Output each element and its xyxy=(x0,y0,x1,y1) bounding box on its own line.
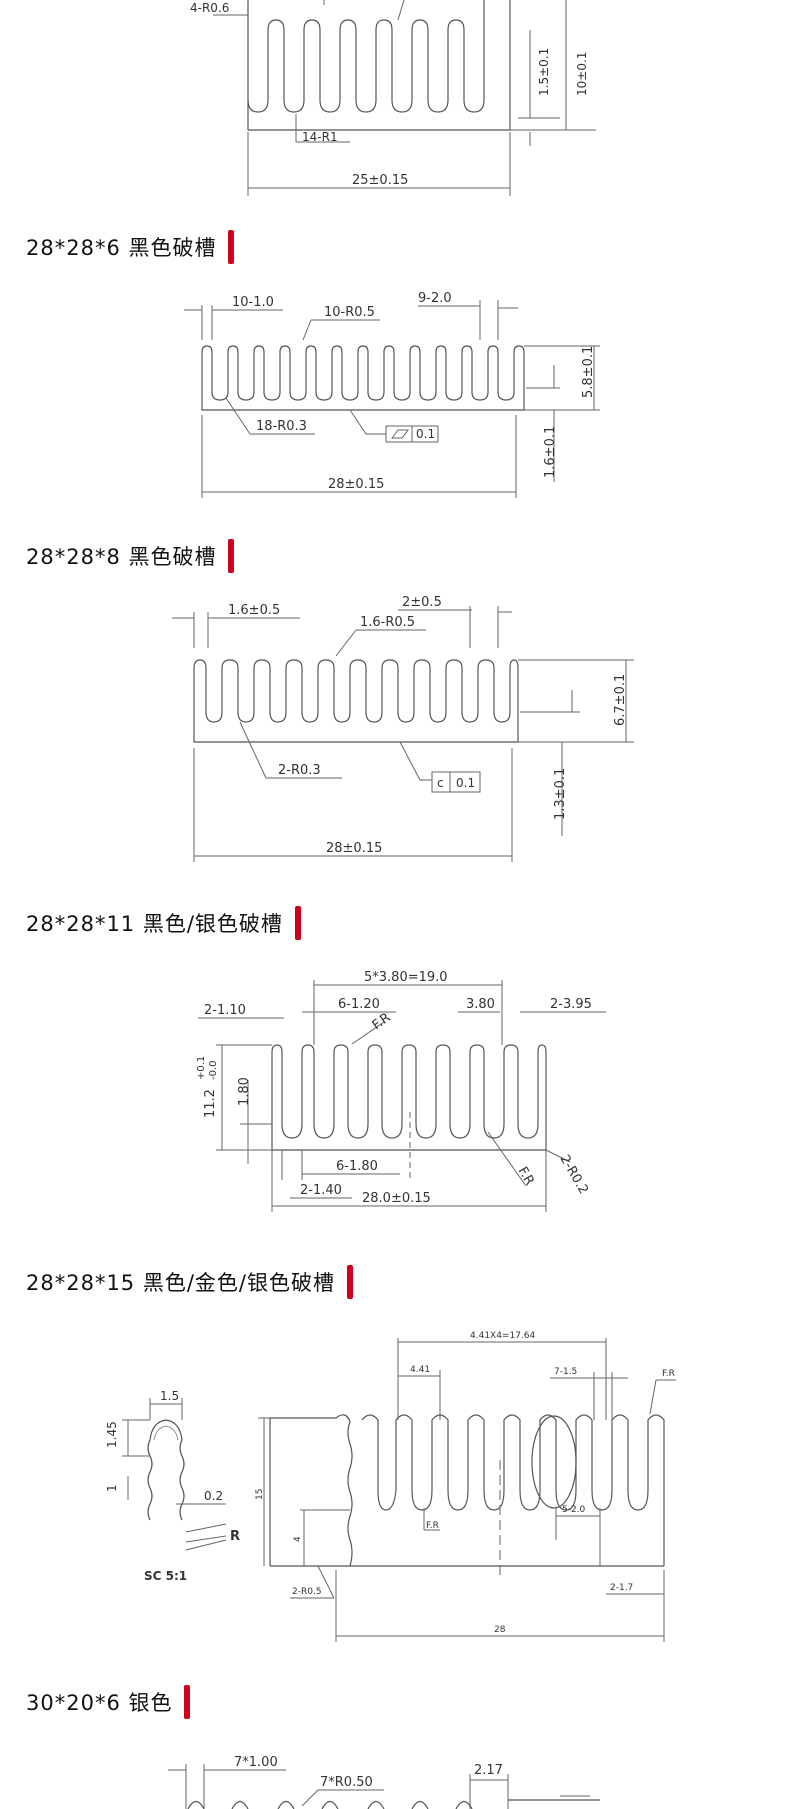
title-accent-bar xyxy=(184,1685,191,1719)
dim-root: 2-R0.3 xyxy=(278,763,321,778)
section-title-28x28x6: 28*28*6 黑色破槽 xyxy=(26,229,235,265)
detail-width: 1.5 xyxy=(160,1389,179,1403)
section-title-text: 28*28*6 黑色破槽 xyxy=(26,236,217,260)
dim-height: 11.2 xyxy=(203,1089,218,1118)
dim-fin: 10-1.0 xyxy=(232,295,274,310)
dim-width: 28±0.15 xyxy=(328,477,384,492)
dim-fin: 7*1.00 xyxy=(234,1755,278,1770)
dim-base: 1.6±0.1 xyxy=(543,426,558,478)
section-title-text: 28*28*8 黑色破槽 xyxy=(26,545,217,569)
dim-rad: 1.6-R0.5 xyxy=(360,615,415,630)
dim-height: 6.7±0.1 xyxy=(613,674,628,726)
dim-tol: +0.1 xyxy=(196,1056,207,1080)
heatsink-drawing-25: 4-R0.6 1.5±0.1 10±0.1 14-R1 25±0.15 xyxy=(190,0,596,196)
section-title-28x28x11: 28*28*11 黑色/银色破槽 xyxy=(26,905,301,941)
dim-width: 28 xyxy=(494,1625,506,1635)
heatsink-drawing-28x28x11: 5*3.80=19.0 2-1.10 6-1.20 3.80 2-3.95 F.… xyxy=(196,970,606,1212)
dim-r05: 2-R0.5 xyxy=(292,1587,322,1597)
title-accent-bar xyxy=(228,539,235,573)
fin-profile xyxy=(247,0,511,131)
dim-fin: 1.6±0.5 xyxy=(228,603,280,618)
dim-left: 2-1.10 xyxy=(204,1003,246,1018)
heatsink-drawing-28x28x6: 10-1.0 10-R0.5 9-2.0 18-R0.3 0.1 1.6±0.1… xyxy=(184,291,600,498)
label-fr-root: F.R xyxy=(426,1521,439,1531)
dim-pitch: 2±0.5 xyxy=(402,595,442,610)
dim-tol-lower: -0.0 xyxy=(208,1060,219,1080)
detail-height-2: 1 xyxy=(105,1484,119,1492)
dim-gap: 6-1.80 xyxy=(336,1159,378,1174)
dim-pitch: 2.17 xyxy=(474,1763,503,1778)
heatsink-drawing-28x28x8: 1.6±0.5 2±0.5 1.6-R0.5 2-R0.3 c 0.1 1.3±… xyxy=(172,595,634,862)
dim-gap: 5-2.0 xyxy=(562,1505,586,1515)
flatness-value: 0.1 xyxy=(416,427,435,441)
title-accent-bar xyxy=(347,1265,353,1299)
fin-profile xyxy=(201,345,525,411)
dim-edge: 2-1.40 xyxy=(300,1183,342,1198)
heatsink-drawing-30x20x6: 7*1.00 7*R0.50 2.17 xyxy=(168,1755,600,1809)
dim-pitch: 9-2.0 xyxy=(418,291,452,306)
dim-base: 4 xyxy=(293,1536,303,1542)
dim-height: 5.8±0.1 xyxy=(581,346,596,398)
label-fr-root: F.R xyxy=(515,1165,537,1189)
detail-thickness: 0.2 xyxy=(204,1489,223,1503)
flatness-value: 0.1 xyxy=(456,776,475,790)
dim-pitch: 4.41 xyxy=(410,1365,430,1375)
dim-width: 28±0.15 xyxy=(326,841,382,856)
label-fr: F.R xyxy=(662,1369,675,1379)
dim-right: 2-3.95 xyxy=(550,997,592,1012)
dim-pitch: 3.80 xyxy=(466,997,495,1012)
dim-root: 1.80 xyxy=(237,1077,252,1106)
dim-edge: 2-1.7 xyxy=(610,1583,633,1593)
section-title-28x28x15: 28*28*15 黑色/金色/银色破槽 xyxy=(26,1264,353,1300)
dim-fin: 7-1.5 xyxy=(554,1367,577,1377)
dim-width: 25±0.15 xyxy=(352,173,408,188)
dim-r06: 4-R0.6 xyxy=(190,1,229,15)
dim-span: 5*3.80=19.0 xyxy=(364,970,448,985)
section-title-text: 28*28*15 黑色/金色/银色破槽 xyxy=(26,1271,335,1295)
dim-base: 1.3±0.1 xyxy=(553,768,568,820)
title-accent-bar xyxy=(228,230,235,264)
detail-scale: SC 5:1 xyxy=(144,1569,187,1583)
dim-r02: 2-R0.2 xyxy=(557,1153,591,1197)
section-title-text: 30*20*6 银色 xyxy=(26,1691,173,1715)
detail-view: 1.5 1.45 1 0.2 R SC 5:1 xyxy=(105,1389,240,1583)
detail-radius: R xyxy=(230,1529,240,1544)
fin-profile xyxy=(269,1414,665,1567)
flatness-symbol: c xyxy=(437,776,444,790)
dim-height: 15 xyxy=(255,1489,265,1500)
dim-width: 28.0±0.15 xyxy=(362,1191,431,1206)
dim-h1: 1.5±0.1 xyxy=(537,48,551,96)
section-title-30x20x6: 30*20*6 银色 xyxy=(26,1684,191,1720)
dim-rad: 7*R0.50 xyxy=(320,1775,373,1790)
dim-rad: 10-R0.5 xyxy=(324,305,375,320)
dim-root: 18-R0.3 xyxy=(256,419,307,434)
fin-profile xyxy=(193,659,519,743)
heatsink-drawing-28x28x15: 1.5 1.45 1 0.2 R SC 5:1 4.41X4=17.64 4.4… xyxy=(105,1331,676,1642)
dim-fin: 6-1.20 xyxy=(338,997,380,1012)
dim-h2: 10±0.1 xyxy=(575,52,589,96)
dim-span: 4.41X4=17.64 xyxy=(470,1331,536,1341)
fin-profile xyxy=(271,1044,547,1151)
section-title-text: 28*28*11 黑色/银色破槽 xyxy=(26,912,283,936)
detail-height-1: 1.45 xyxy=(105,1421,119,1448)
title-accent-bar xyxy=(294,906,301,940)
dim-r1: 14-R1 xyxy=(302,130,338,144)
section-title-28x28x8: 28*28*8 黑色破槽 xyxy=(26,538,235,574)
